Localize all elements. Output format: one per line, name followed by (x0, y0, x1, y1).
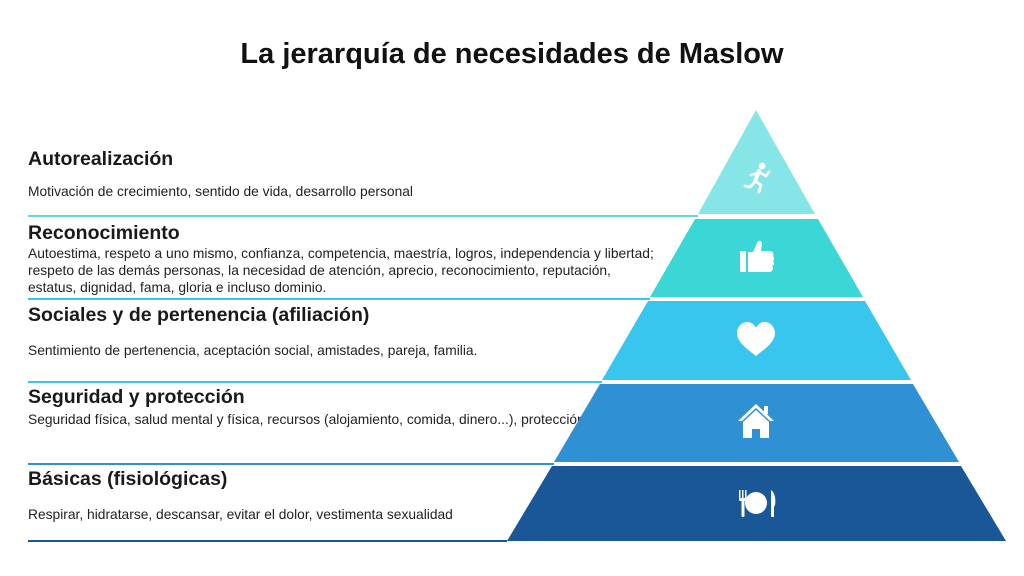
level-self-actualization: Autorealización Motivación de crecimient… (28, 148, 668, 200)
house-icon (738, 404, 774, 438)
page-title: La jerarquía de necesidades de Maslow (240, 38, 784, 70)
level-description: Motivación de crecimiento, sentido de vi… (28, 184, 413, 199)
level-description: Respirar, hidratarse, descansar, evitar … (28, 507, 453, 522)
level-safety: Seguridad y protección Seguridad física,… (28, 386, 588, 430)
plate-cutlery-icon (739, 490, 776, 517)
level-title: Sociales y de pertenencia (afiliación) (28, 304, 370, 326)
level-esteem: Reconocimiento Autoestima, respeto a uno… (28, 222, 658, 296)
level-title: Seguridad y protección (28, 386, 245, 408)
pyramid-tier-self-actualization (698, 110, 815, 214)
level-description: Autoestima, respeto a uno mismo, confian… (28, 246, 654, 295)
running-person-icon (743, 162, 771, 194)
heart-icon (737, 322, 775, 356)
level-title: Reconocimiento (28, 222, 180, 244)
level-title: Básicas (fisiológicas) (28, 468, 228, 490)
thumbs-up-icon (740, 240, 775, 272)
level-physiological: Básicas (fisiológicas) Respirar, hidrata… (28, 468, 668, 523)
level-description: Seguridad física, salud mental y física,… (28, 412, 585, 427)
level-description: Sentimiento de pertenencia, aceptación s… (28, 343, 478, 358)
level-belonging: Sociales y de pertenencia (afiliación) S… (28, 304, 668, 359)
level-title: Autorealización (28, 148, 174, 170)
